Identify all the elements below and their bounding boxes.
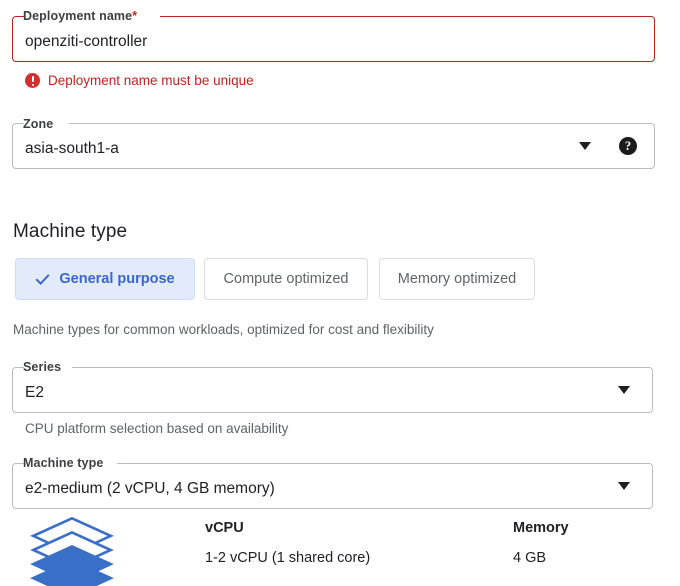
machine-family-tab-label: General purpose [59, 271, 175, 287]
machine-family-tab-label: Memory optimized [397, 271, 517, 287]
machine-type-notch [24, 463, 117, 465]
error-circle-icon [25, 73, 40, 88]
stacked-layers-icon [30, 516, 114, 586]
help-circle-icon[interactable]: ? [619, 137, 637, 155]
deployment-name-error: Deployment name must be unique [25, 73, 254, 88]
machine-family-tab-general-purpose[interactable]: General purpose [15, 258, 195, 300]
machine-type-selected-value[interactable]: e2-medium (2 vCPU, 4 GB memory) [25, 480, 275, 497]
deployment-name-field[interactable] [12, 16, 655, 62]
deployment-name-notch [24, 16, 160, 18]
machine-type-field[interactable] [12, 463, 653, 509]
machine-type-label: Machine type [23, 456, 104, 470]
error-message-text: Deployment name must be unique [48, 73, 254, 88]
zone-label: Zone [23, 117, 54, 131]
series-field[interactable] [12, 367, 653, 413]
required-asterisk: * [132, 9, 138, 23]
chevron-down-icon[interactable] [618, 482, 630, 490]
spec-column-value-memory: 4 GB [513, 550, 547, 566]
series-label: Series [23, 360, 62, 374]
machine-family-tab-compute-optimized[interactable]: Compute optimized [204, 258, 368, 300]
series-helper-text: CPU platform selection based on availabi… [25, 421, 289, 436]
deployment-name-label: Deployment name* [23, 10, 137, 23]
series-notch [24, 367, 72, 369]
machine-family-helper-text: Machine types for common workloads, opti… [13, 322, 434, 337]
deployment-name-input-value[interactable]: openziti-controller [25, 33, 148, 50]
zone-selected-value[interactable]: asia-south1-a [25, 140, 119, 157]
chevron-down-icon[interactable] [579, 142, 591, 150]
check-icon [35, 273, 50, 285]
chevron-down-icon[interactable] [618, 386, 630, 394]
machine-family-tab-memory-optimized[interactable]: Memory optimized [379, 258, 535, 300]
machine-type-section-title: Machine type [13, 221, 128, 242]
machine-family-tab-label: Compute optimized [223, 271, 349, 287]
spec-column-header-vcpu: vCPU [205, 520, 244, 536]
zone-field[interactable] [12, 123, 655, 169]
spec-column-header-memory: Memory [513, 520, 569, 536]
deployment-name-label-text: Deployment name [23, 9, 133, 23]
spec-column-value-vcpu: 1-2 vCPU (1 shared core) [205, 550, 371, 566]
zone-notch [24, 123, 69, 125]
series-selected-value[interactable]: E2 [25, 384, 44, 401]
